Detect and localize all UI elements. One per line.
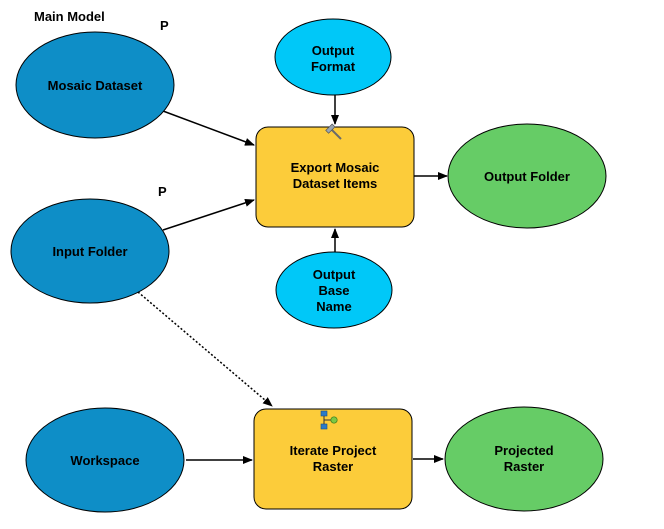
node-iterate-project-raster-tool[interactable]: Iterate Project Raster	[253, 408, 413, 510]
node-output-format[interactable]: Output Format	[274, 18, 392, 96]
mosaic-dataset-ellipse	[15, 31, 175, 139]
output-base-name-label-line1: Output	[313, 267, 356, 282]
param-marker-input-folder: P	[158, 184, 167, 199]
workspace-label: Workspace	[70, 453, 139, 468]
output-format-label-line2: Format	[311, 59, 356, 74]
output-base-name-ellipse	[275, 251, 393, 329]
param-marker-mosaic-dataset: P	[160, 18, 169, 33]
model-title: Main Model	[34, 9, 105, 24]
input-folder-ellipse	[10, 198, 170, 304]
output-base-name-label-line2: Base	[318, 283, 349, 298]
iterator-icon	[320, 410, 338, 430]
output-base-name-label-line3: Name	[316, 299, 351, 314]
connector-mosaic-to-export[interactable]	[162, 110, 255, 146]
node-mosaic-dataset[interactable]: Mosaic Dataset	[15, 31, 175, 139]
export-tool-label-line2: Dataset Items	[293, 176, 378, 191]
output-folder-label: Output Folder	[484, 169, 570, 184]
mosaic-dataset-label: Mosaic Dataset	[48, 78, 143, 93]
output-format-label-line1: Output	[312, 43, 355, 58]
projected-raster-ellipse	[444, 406, 604, 512]
hammer-icon	[325, 123, 342, 140]
node-workspace[interactable]: Workspace	[25, 407, 185, 513]
node-projected-raster[interactable]: Projected Raster	[444, 406, 604, 512]
node-input-folder[interactable]: Input Folder	[10, 198, 170, 304]
output-folder-ellipse	[447, 123, 607, 229]
iterate-tool-box	[253, 408, 413, 510]
projected-raster-label-line1: Projected	[494, 443, 553, 458]
iterate-tool-label-line2: Raster	[313, 459, 353, 474]
connector-inputfolder-to-iterate-dotted[interactable]	[137, 291, 273, 407]
node-output-base-name[interactable]: Output Base Name	[275, 251, 393, 329]
iterate-tool-label-line1: Iterate Project	[290, 443, 377, 458]
node-output-folder[interactable]: Output Folder	[447, 123, 607, 229]
projected-raster-label-line2: Raster	[504, 459, 544, 474]
export-tool-label-line1: Export Mosaic	[291, 160, 380, 175]
connector-inputfolder-to-export[interactable]	[162, 199, 255, 231]
workspace-ellipse	[25, 407, 185, 513]
node-export-mosaic-tool[interactable]: Export Mosaic Dataset Items	[255, 123, 415, 228]
input-folder-label: Input Folder	[52, 244, 127, 259]
output-format-ellipse	[274, 18, 392, 96]
